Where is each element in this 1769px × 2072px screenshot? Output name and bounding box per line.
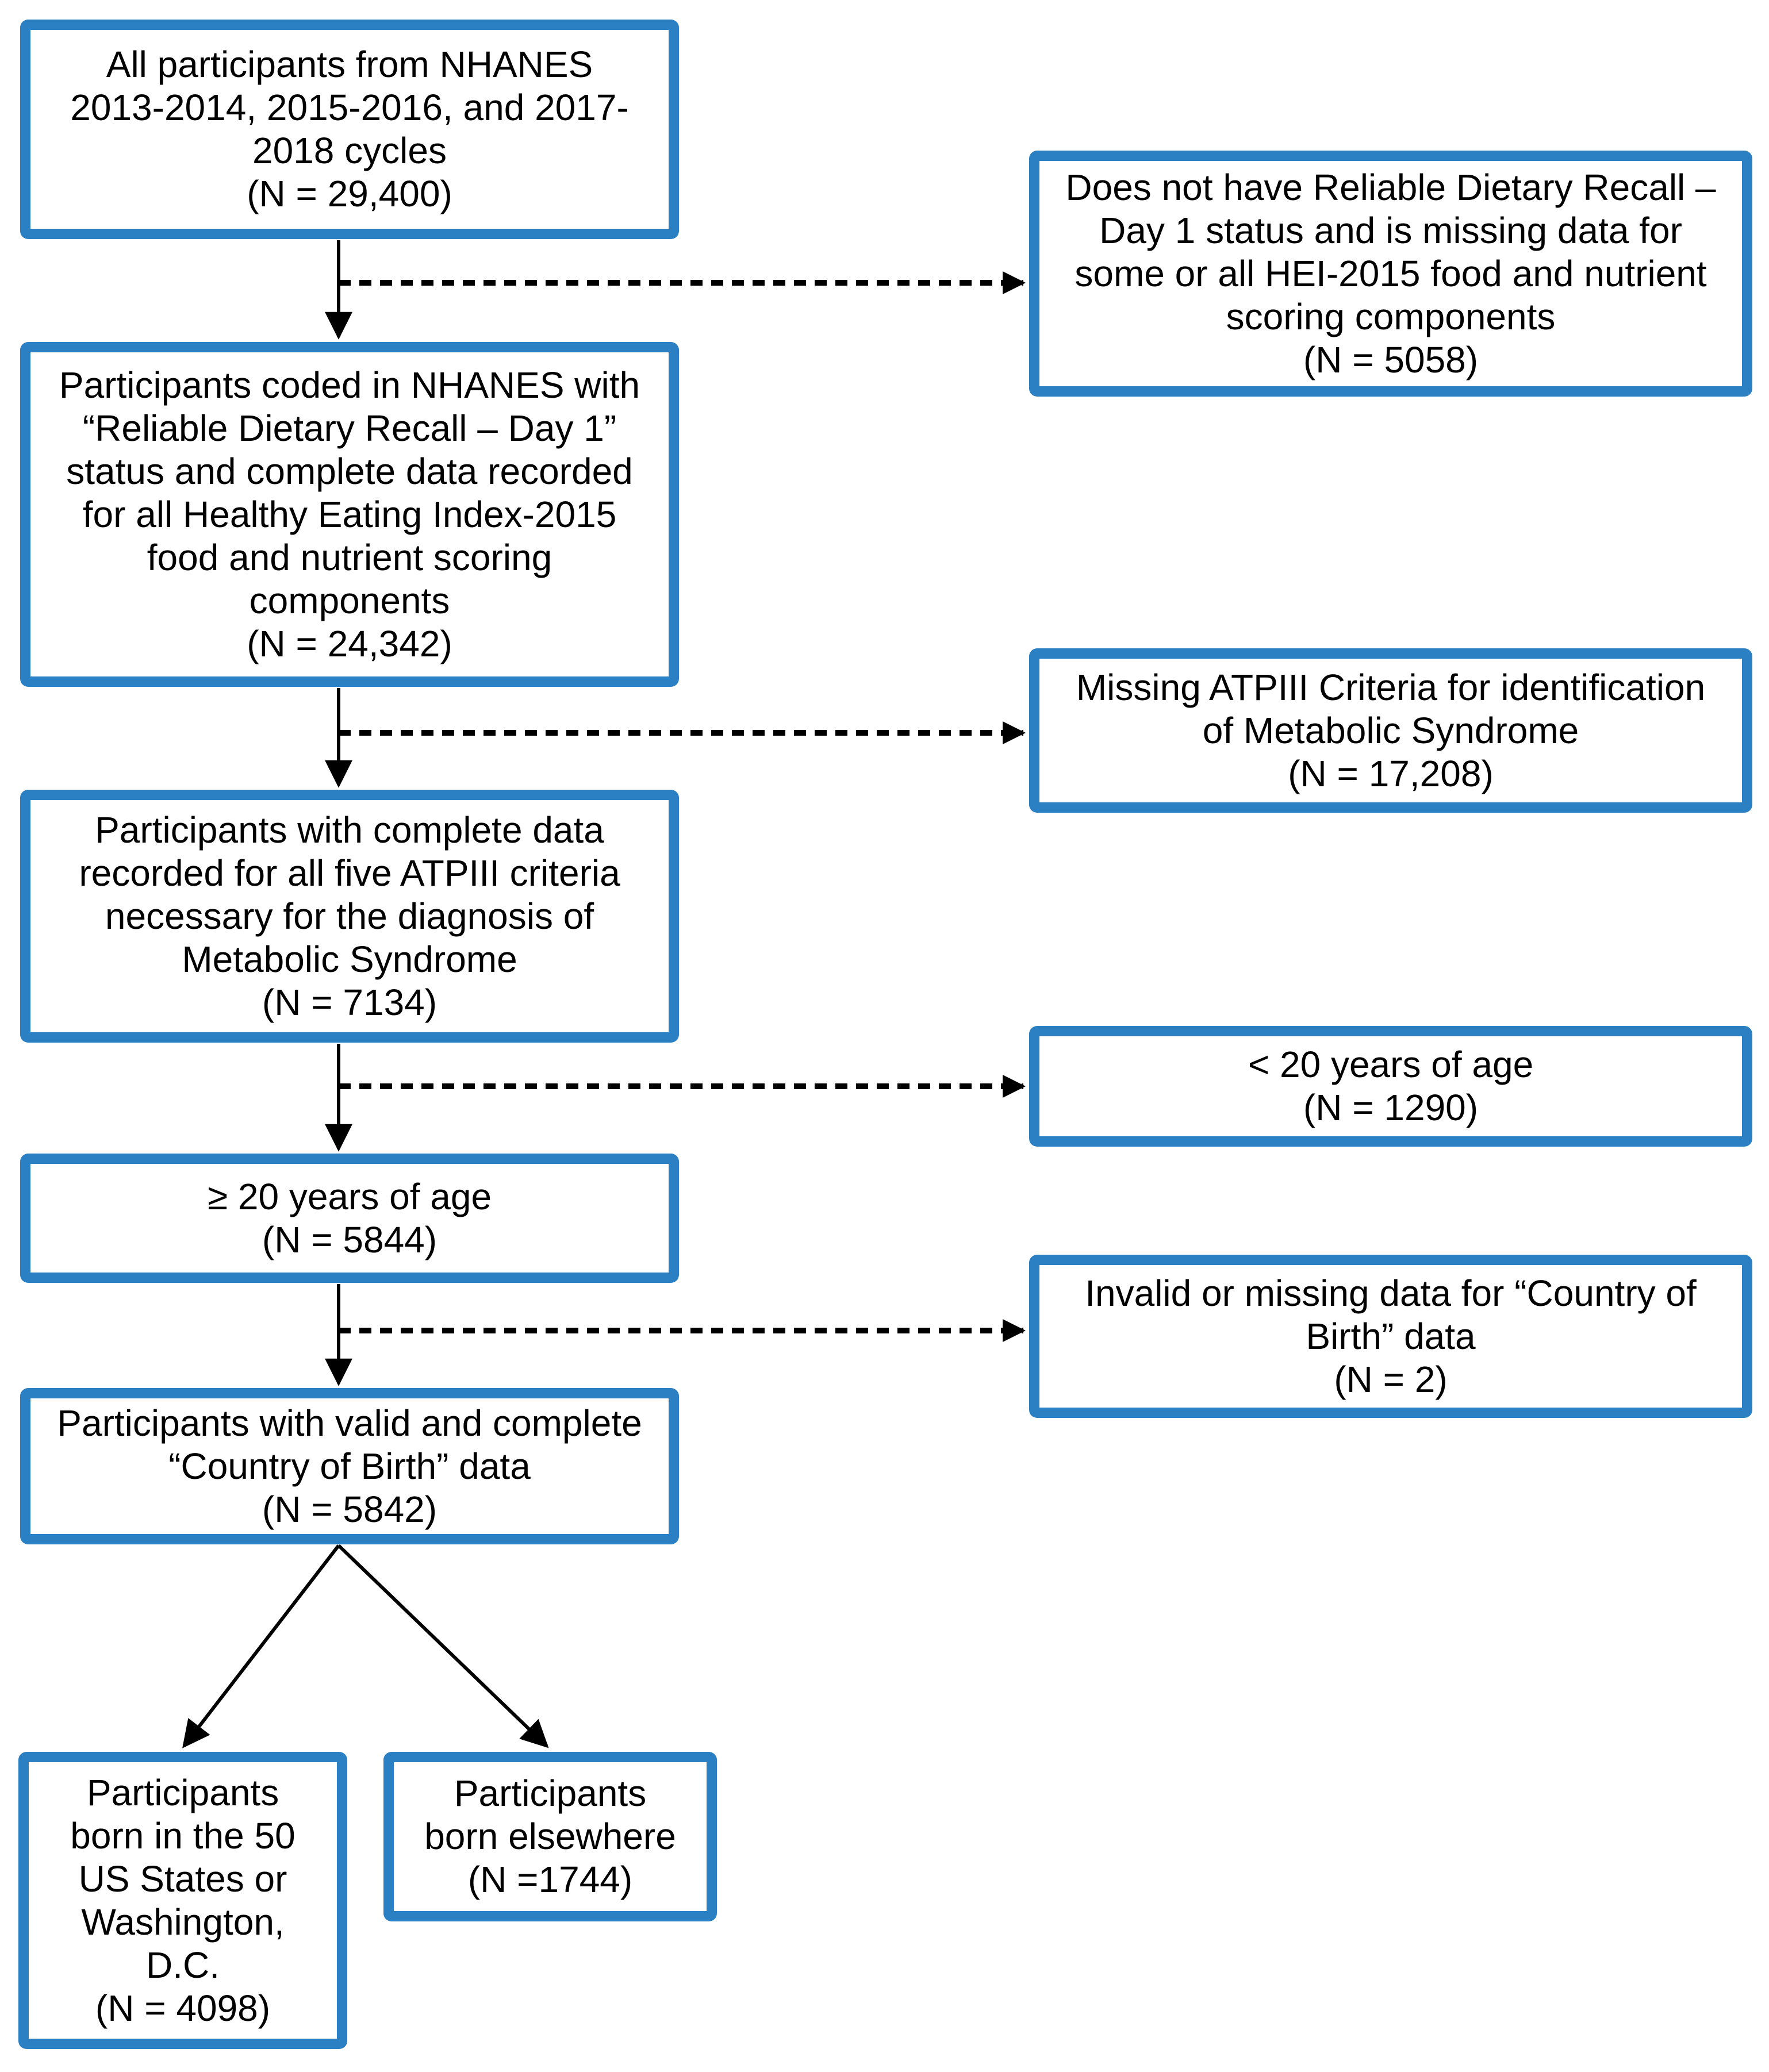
box-born-elsewhere: Participants born elsewhere (N =1744) [383, 1752, 717, 1921]
box-country-of-birth: Participants with valid and complete “Co… [20, 1388, 679, 1544]
box-excl-missing-atpiii-label: Missing ATPIII Criteria for identificati… [1076, 666, 1706, 751]
box-born-us-label: Participants born in the 50 US States or… [70, 1771, 296, 1986]
box-country-of-birth-n: (N = 5842) [262, 1488, 438, 1530]
box-excl-invalid-cob: Invalid or missing data for “Country of … [1029, 1255, 1752, 1418]
box-reliable-recall: Participants coded in NHANES with “Relia… [20, 342, 679, 687]
box-atpiii-complete-label: Participants with complete data recorded… [79, 809, 620, 980]
box-excl-under-20-n: (N = 1290) [1303, 1087, 1479, 1128]
box-all-participants-label: All participants from NHANES 2013-2014, … [70, 44, 629, 171]
box-excl-missing-atpiii-n: (N = 17,208) [1288, 752, 1494, 794]
box-excl-under-20-label: < 20 years of age [1248, 1044, 1534, 1085]
box-excl-missing-atpiii: Missing ATPIII Criteria for identificati… [1029, 648, 1752, 813]
box-atpiii-complete-n: (N = 7134) [262, 981, 438, 1023]
box-excl-no-reliable-recall: Does not have Reliable Dietary Recall – … [1029, 151, 1752, 397]
box-country-of-birth-label: Participants with valid and complete “Co… [57, 1402, 642, 1487]
box-all-participants: All participants from NHANES 2013-2014, … [20, 20, 679, 239]
box-age-20-plus: ≥ 20 years of age (N = 5844) [20, 1154, 679, 1283]
box-born-us: Participants born in the 50 US States or… [18, 1752, 347, 2049]
split-arrow-right [337, 1544, 549, 1748]
box-excl-no-reliable-recall-n: (N = 5058) [1303, 339, 1479, 380]
box-reliable-recall-label: Participants coded in NHANES with “Relia… [59, 364, 640, 621]
box-born-elsewhere-label: Participants born elsewhere [424, 1773, 676, 1857]
box-born-elsewhere-n: (N =1744) [467, 1859, 633, 1900]
box-born-us-n: (N = 4098) [95, 1987, 271, 2029]
box-age-20-plus-label: ≥ 20 years of age [207, 1175, 492, 1217]
box-excl-under-20: < 20 years of age (N = 1290) [1029, 1026, 1752, 1147]
box-excl-invalid-cob-n: (N = 2) [1334, 1358, 1448, 1400]
box-excl-no-reliable-recall-label: Does not have Reliable Dietary Recall – … [1065, 166, 1716, 337]
split-arrow-left [182, 1544, 340, 1748]
box-atpiii-complete: Participants with complete data recorded… [20, 790, 679, 1043]
box-reliable-recall-n: (N = 24,342) [247, 622, 452, 664]
box-all-participants-n: (N = 29,400) [247, 173, 452, 214]
box-excl-invalid-cob-label: Invalid or missing data for “Country of … [1085, 1272, 1697, 1357]
box-age-20-plus-n: (N = 5844) [262, 1218, 438, 1260]
